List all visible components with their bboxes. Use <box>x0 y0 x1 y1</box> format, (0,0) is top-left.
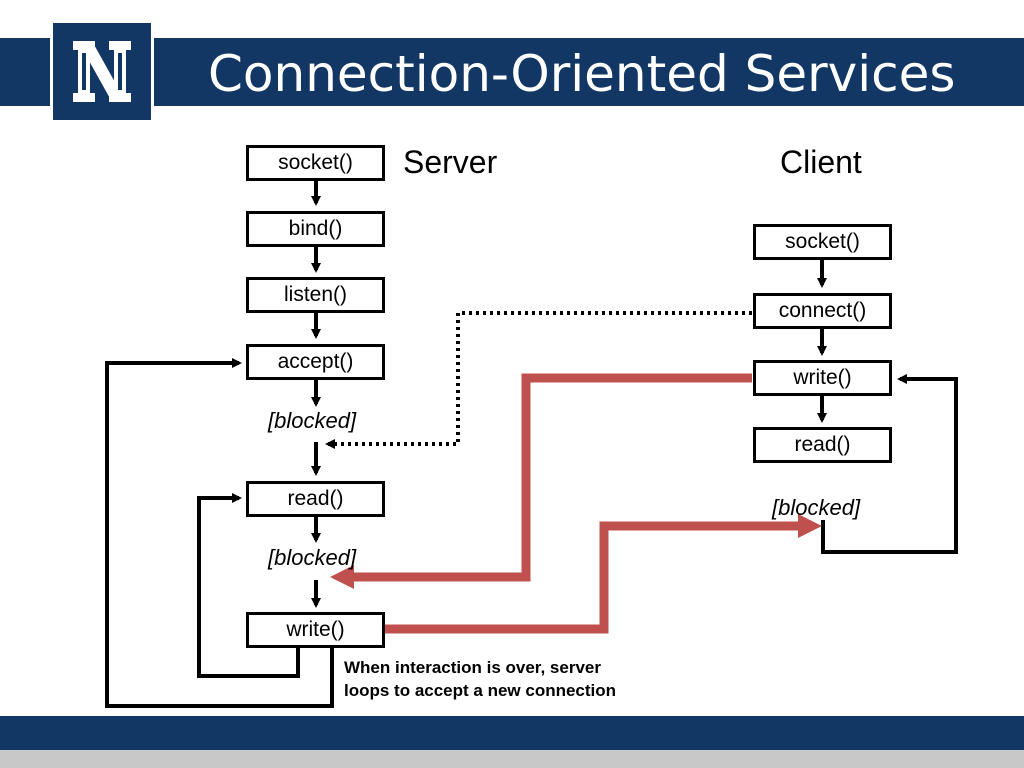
server-read-box: read() <box>246 481 385 517</box>
client-read-box: read() <box>753 427 892 463</box>
server-label: Server <box>403 144 498 180</box>
footer-bar <box>0 716 1024 750</box>
data-arrow-server-write-to-client-read <box>384 514 822 634</box>
client-connect-box: connect() <box>753 293 892 329</box>
loop-write-to-accept <box>105 358 334 708</box>
client-socket-box: socket() <box>753 224 892 260</box>
server-bind-box: bind() <box>246 211 385 247</box>
client-write-box: write() <box>753 360 892 396</box>
slide-title: Connection-Oriented Services <box>208 45 956 103</box>
server-write-box: write() <box>246 612 385 648</box>
server-blocked-accept-label: [blocked] <box>268 408 357 433</box>
client-blocked-label: [blocked] <box>772 495 861 520</box>
loop-note-line-2: loops to accept a new connection <box>344 681 617 700</box>
server-blocked-read-label: [blocked] <box>268 545 357 570</box>
data-arrow-client-write-to-server-read <box>330 373 752 589</box>
loop-client-read-to-write <box>821 374 958 554</box>
connect-request-arrow <box>325 311 752 449</box>
server-socket-box: socket() <box>246 145 385 181</box>
loop-note: When interaction is over, server loops t… <box>344 656 684 702</box>
loop-note-line-1: When interaction is over, server <box>344 658 601 677</box>
client-label: Client <box>780 144 862 180</box>
university-logo <box>50 20 154 123</box>
server-accept-box: accept() <box>246 344 385 380</box>
title-bar <box>0 38 1024 106</box>
server-listen-box: listen() <box>246 277 385 313</box>
loop-write-to-read <box>197 493 300 678</box>
footer-strip <box>0 750 1024 768</box>
